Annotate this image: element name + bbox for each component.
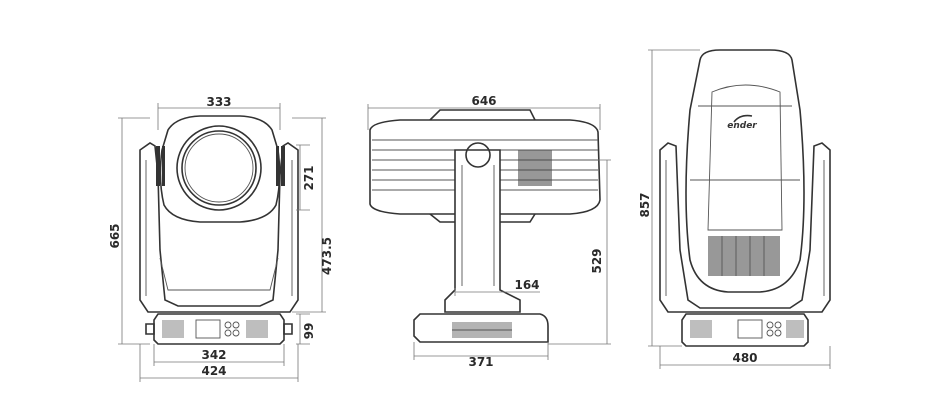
- dim-side-height: 529: [590, 248, 604, 273]
- dim-back-width: 480: [732, 351, 757, 365]
- front-dimensions: 333 665 271 473.5 99 342 424: [108, 95, 334, 382]
- dim-side-arm-width: 164: [514, 278, 539, 292]
- side-view: [369, 109, 601, 343]
- dim-front-base-width: 342: [201, 348, 226, 362]
- dim-front-total-height: 665: [108, 223, 122, 248]
- back-dimensions: 857 480: [638, 49, 831, 369]
- dim-side-base-width: 371: [468, 355, 493, 369]
- dim-front-total-width: 424: [201, 364, 226, 378]
- dim-back-height: 857: [638, 192, 652, 217]
- dim-front-head-width: 333: [206, 95, 231, 109]
- dim-front-base-height: 99: [302, 323, 316, 340]
- dim-front-lens-height: 271: [302, 165, 316, 190]
- dim-side-length: 646: [471, 94, 496, 108]
- back-view: ender: [659, 49, 831, 347]
- front-view: [139, 115, 299, 345]
- dim-front-pivot-height: 473.5: [320, 237, 334, 275]
- side-dimensions: 646 529 164 371: [367, 94, 611, 369]
- brand-logo: ender: [727, 121, 757, 131]
